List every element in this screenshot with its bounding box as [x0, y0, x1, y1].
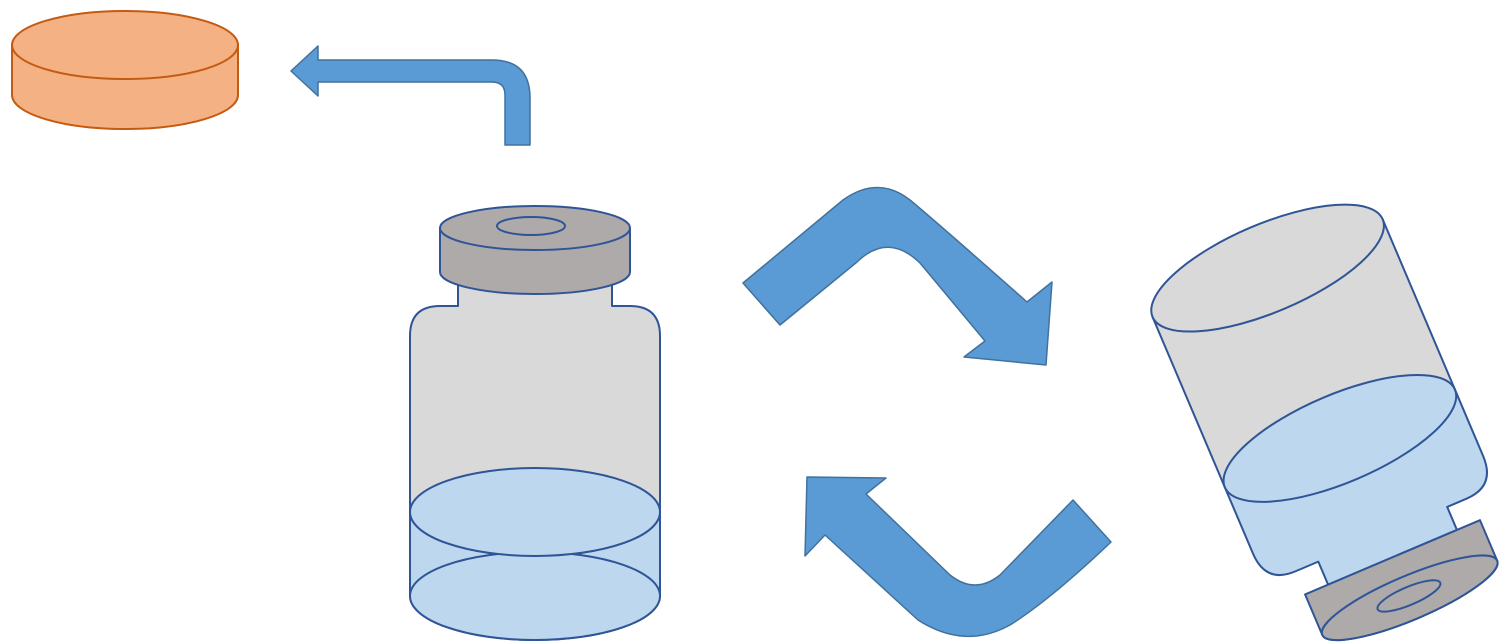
tilt-arrow [742, 186, 1053, 366]
upright-vial [409, 205, 661, 641]
cap-removal-arrow [290, 45, 531, 146]
flip-off-cap [11, 10, 239, 130]
return-arrow [804, 476, 1112, 638]
inverted-vial [1150, 203, 1499, 642]
